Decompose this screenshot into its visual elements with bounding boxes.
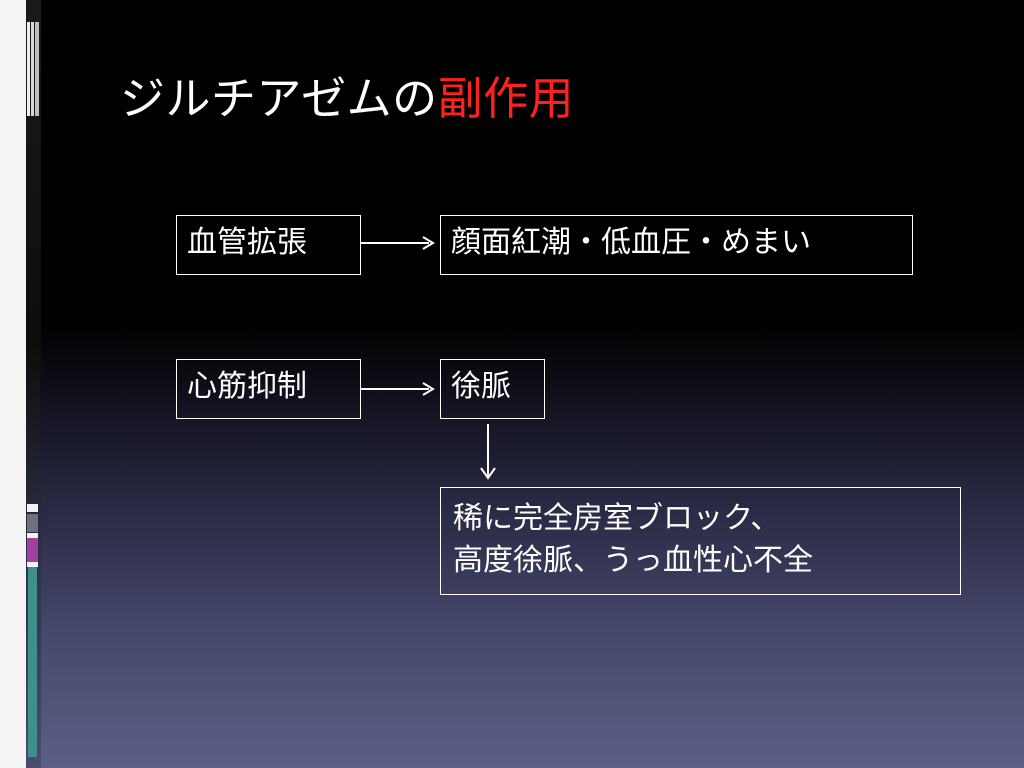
title-accent: 副作用 bbox=[437, 72, 575, 125]
box-vasodilation: 血管拡張 bbox=[176, 215, 361, 275]
slide-title: ジルチアゼムの副作用 bbox=[120, 62, 574, 127]
arrow-right-icon bbox=[361, 382, 435, 396]
deco-bar-teal bbox=[28, 567, 37, 757]
box-myocardial-suppression: 心筋抑制 bbox=[176, 359, 361, 419]
box-vasodilation-label: 血管拡張 bbox=[187, 225, 307, 260]
deco-bar-top bbox=[35, 22, 39, 116]
deco-bar-top bbox=[31, 22, 34, 116]
side-white-edge bbox=[0, 0, 26, 768]
box-bradycardia-label: 徐脈 bbox=[451, 369, 511, 404]
deco-bar-grey bbox=[27, 514, 38, 532]
deco-bar-white bbox=[27, 504, 38, 512]
arrow-down-icon bbox=[480, 424, 496, 480]
box-vasodilation-effects-label: 顔面紅潮・低血圧・めまい bbox=[451, 225, 811, 260]
arrow-right-icon bbox=[361, 236, 435, 250]
rare-effects-line-1: 稀に完全房室ブロック、 bbox=[453, 501, 781, 536]
rare-effects-line-2: 高度徐脈、うっ血性心不全 bbox=[453, 543, 813, 578]
box-myocardial-suppression-label: 心筋抑制 bbox=[187, 369, 307, 404]
deco-bar-top bbox=[27, 22, 30, 116]
box-rare-effects: 稀に完全房室ブロック、 高度徐脈、うっ血性心不全 bbox=[440, 487, 961, 595]
deco-bar-white bbox=[27, 533, 38, 538]
deco-bar-magenta bbox=[27, 538, 38, 562]
box-vasodilation-effects: 顔面紅潮・低血圧・めまい bbox=[440, 215, 913, 275]
deco-bar-white bbox=[27, 562, 38, 567]
title-main: ジルチアゼムの bbox=[120, 72, 438, 125]
box-bradycardia: 徐脈 bbox=[440, 359, 545, 419]
